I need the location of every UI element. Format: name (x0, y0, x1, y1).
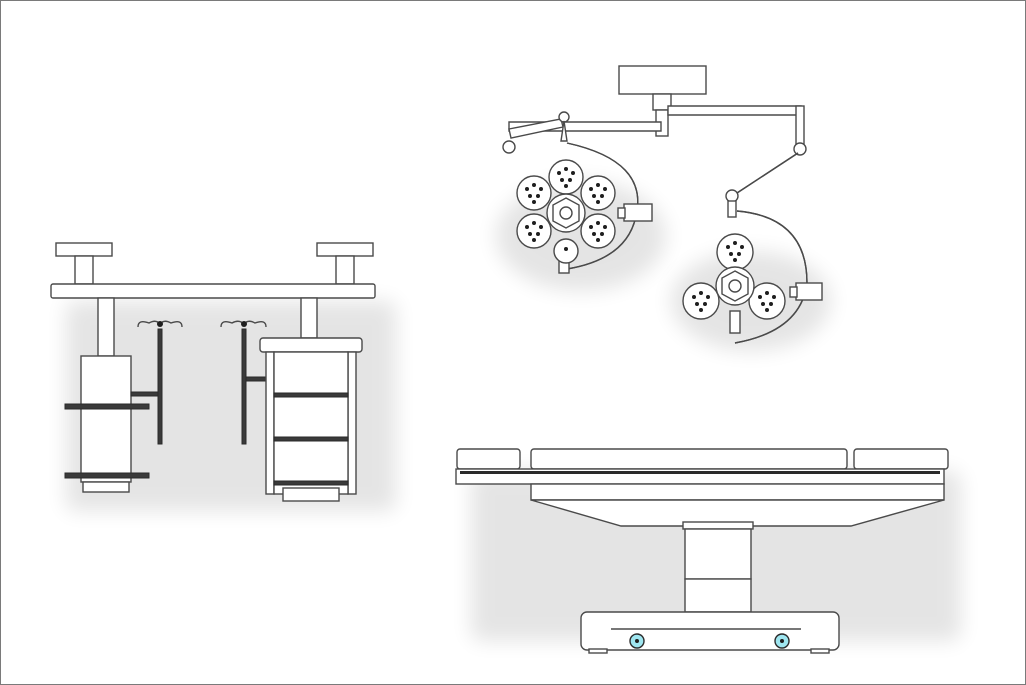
light-pod (748, 282, 786, 320)
light-head-small (682, 210, 823, 344)
light-pod (548, 159, 584, 195)
iv-pole-left (157, 328, 163, 445)
pendant-beam (50, 283, 376, 299)
pendant-mount-left (55, 242, 113, 257)
pendant-mount-right (316, 242, 374, 257)
light-pod (516, 213, 552, 249)
table-base-cover (530, 499, 945, 527)
table-base (580, 611, 840, 651)
iv-pole-right (241, 328, 247, 445)
pendant-shelf (273, 392, 349, 398)
light-pod (516, 175, 552, 211)
light-head-large (516, 142, 653, 274)
table-pad-foot (853, 448, 949, 470)
surgical-lights (496, 65, 831, 351)
operating-table (455, 448, 961, 654)
light-pod (580, 213, 616, 249)
light-arm-right (667, 105, 802, 116)
pendant-column-left (80, 355, 132, 483)
light-pod (716, 233, 754, 271)
pendant-tower-head (259, 337, 363, 353)
pendant-shelf (64, 472, 150, 479)
ceiling-pendant (50, 242, 396, 511)
pendant-shelf (273, 480, 349, 486)
table-pad-body (530, 448, 848, 470)
light-ceiling-mount (618, 65, 707, 95)
light-pod (682, 282, 720, 320)
light-pod (580, 175, 616, 211)
table-column (684, 528, 752, 580)
pendant-shelf (64, 403, 150, 410)
pendant-shelf (273, 436, 349, 442)
table-pad-head (456, 448, 521, 470)
